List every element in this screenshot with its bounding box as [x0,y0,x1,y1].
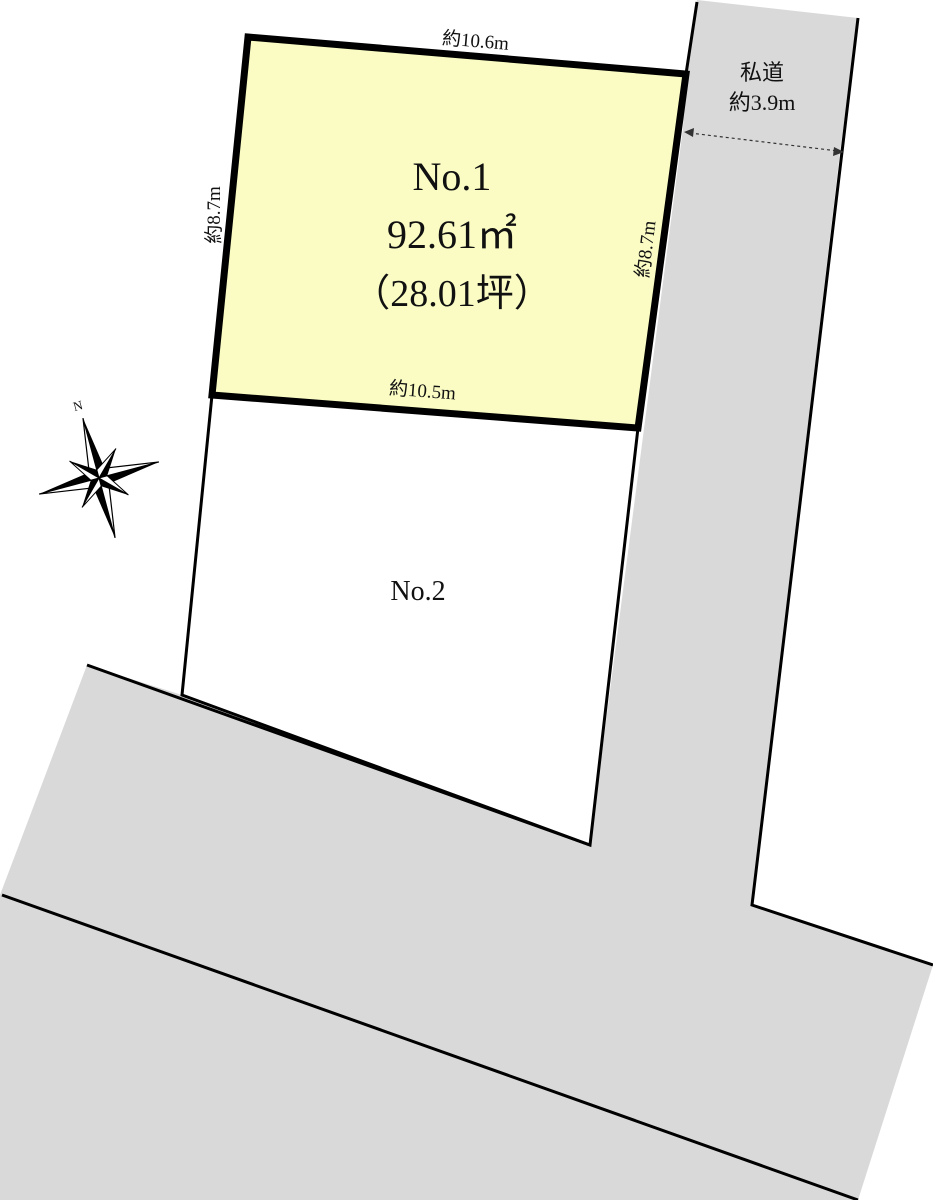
road-edge-bottom [1,893,859,1200]
arrow-left-icon [684,128,694,137]
road-edge-right [750,17,933,967]
lot-1-dim-top: 約10.6m [441,27,510,55]
lot-1-area-tsubo: （28.01坪） [352,273,552,315]
lot-1-name: No.1 [413,154,492,199]
private-road-dimension-line [684,128,844,156]
private-road-label: 私道 [740,60,784,85]
lot-2-name: No.2 [390,576,445,607]
compass-north-label: N [71,397,85,414]
lot-1-area-m2: 92.61㎡ [387,212,517,257]
private-road-width: 約3.9m [729,90,796,115]
compass-rose-icon [38,417,160,539]
lot-1-dim-left: 約8.7m [203,186,225,244]
lot-1[interactable] [208,33,690,432]
lot-1-dim-bottom: 約10.5m [388,377,457,404]
road-edge-left [684,1,699,75]
arrow-right-icon [833,147,844,156]
